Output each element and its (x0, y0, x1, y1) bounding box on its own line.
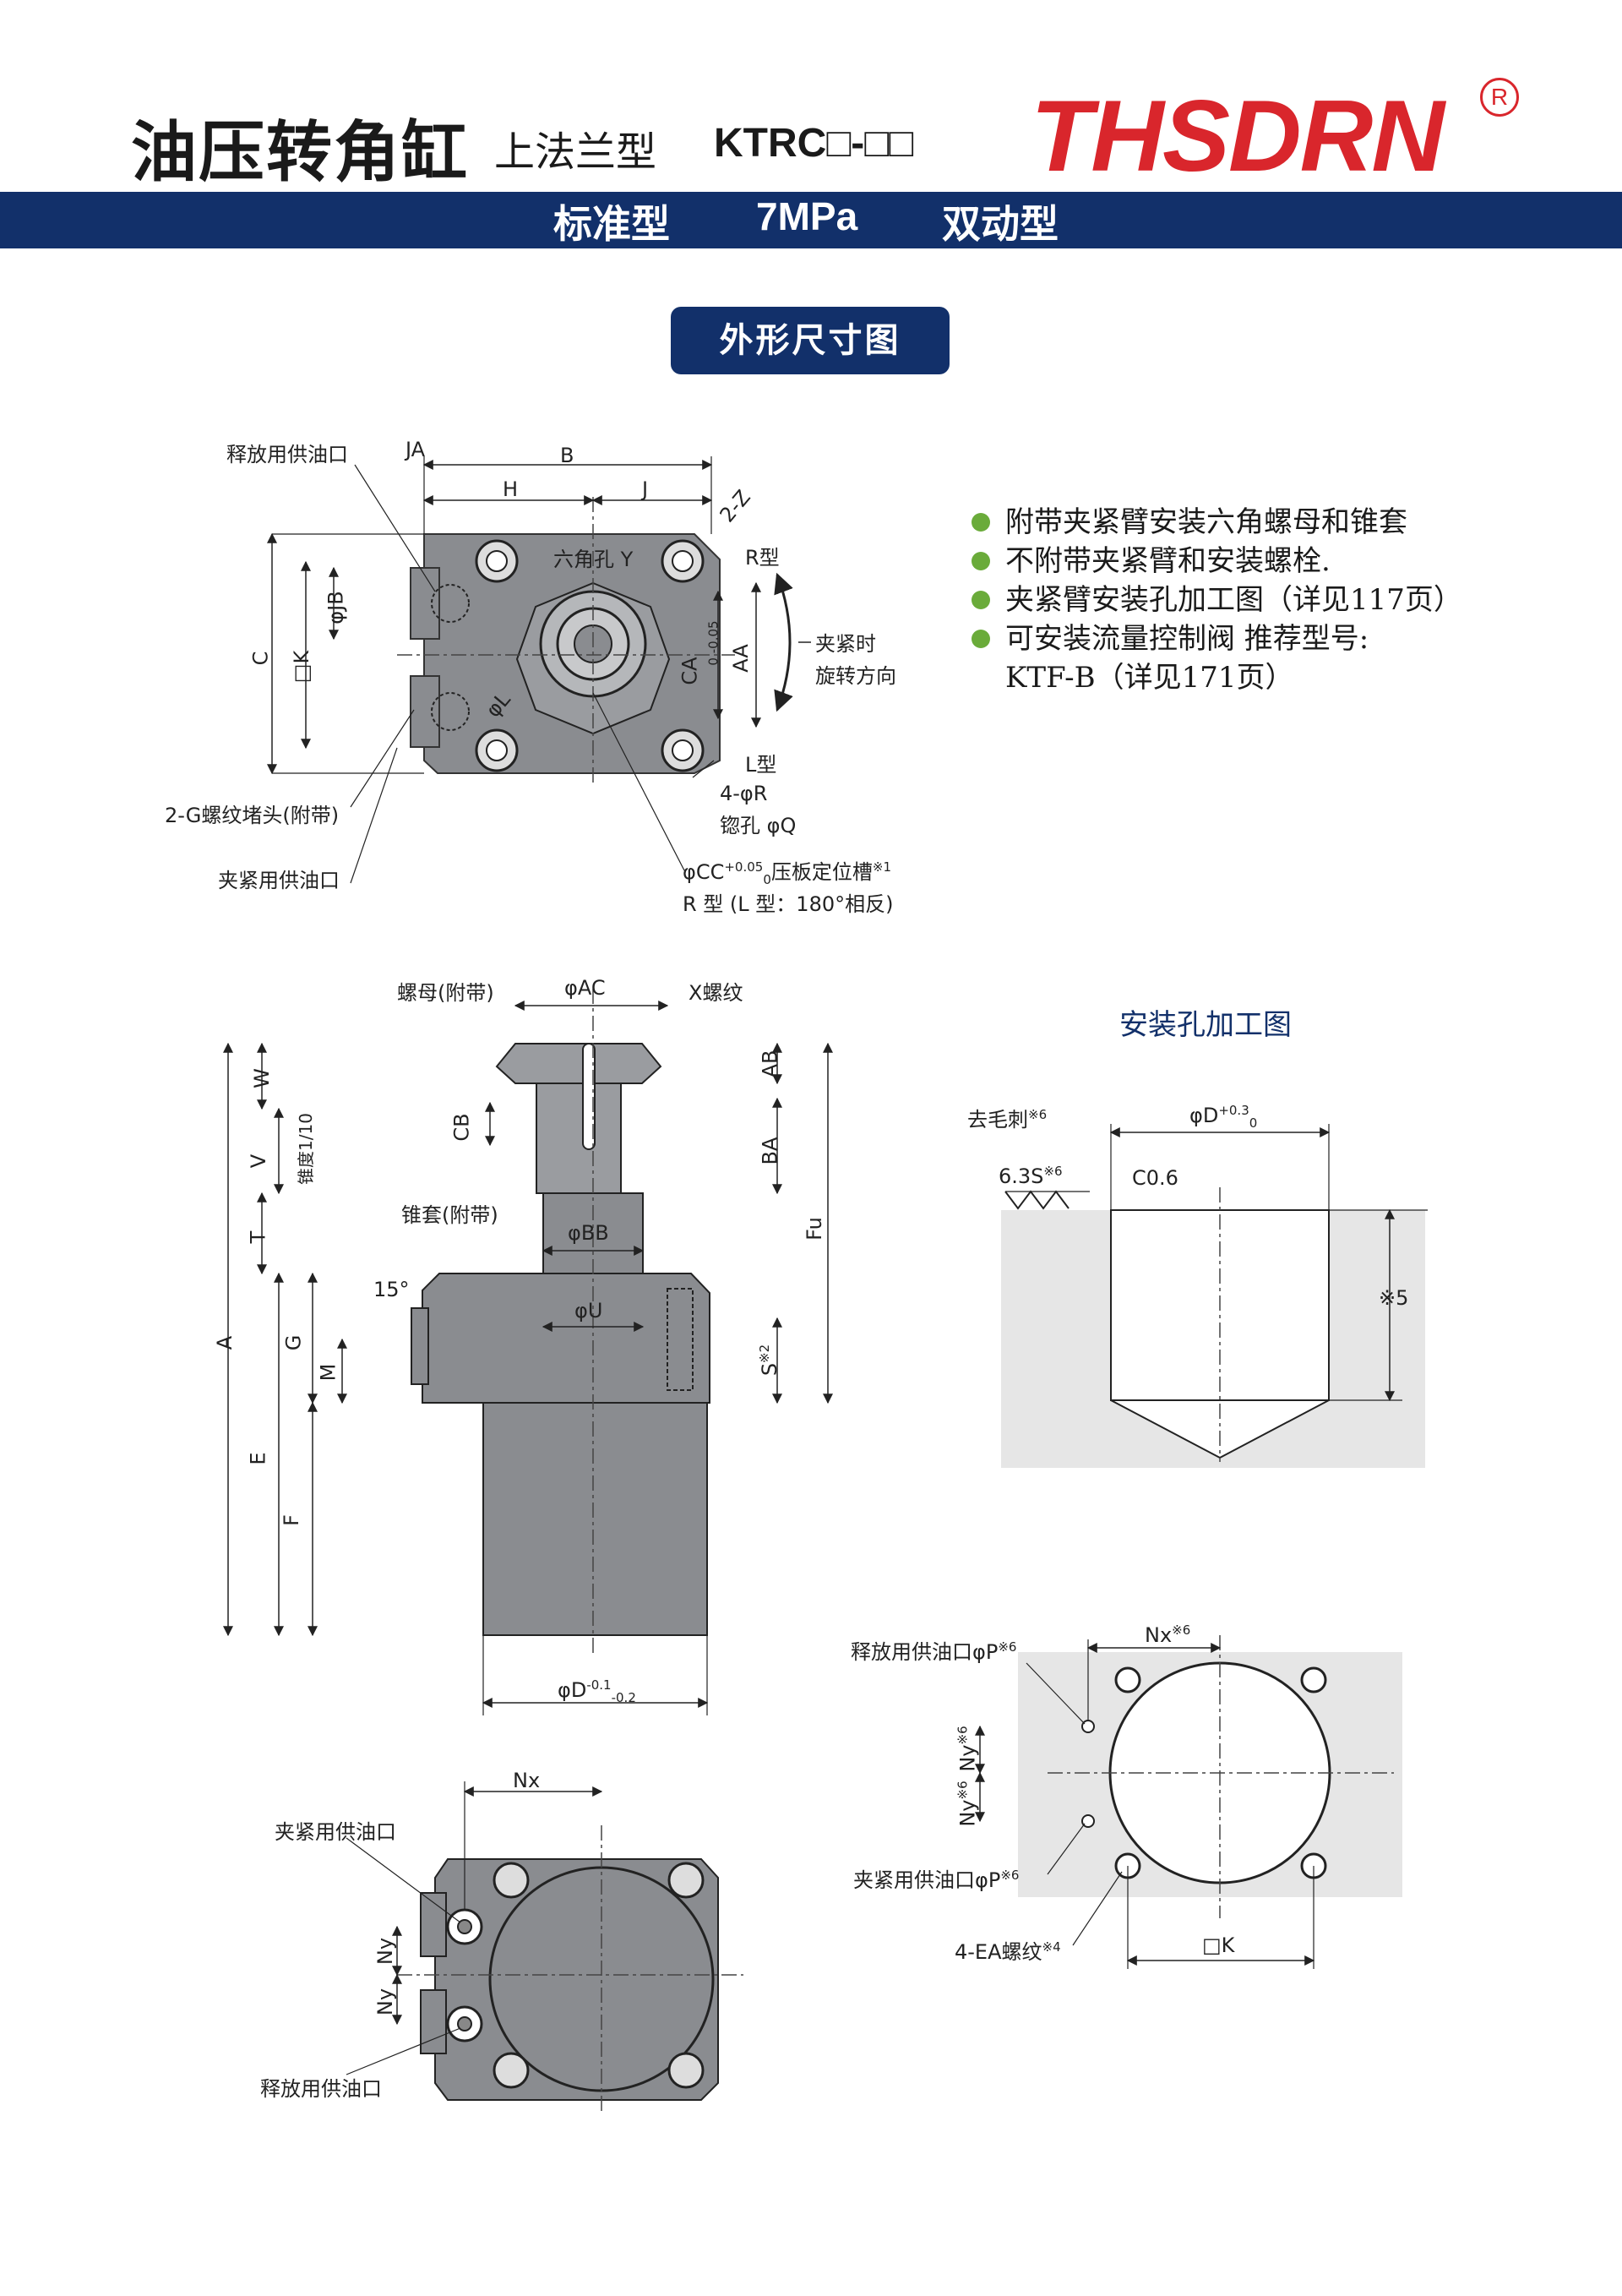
label-install-d: φD+0.30 (1189, 1103, 1258, 1131)
label-clamp-dir-2: 旋转方向 (815, 664, 896, 688)
label-hex: 六角孔 Y (553, 548, 634, 571)
label-r-holes: 4-φR (720, 782, 768, 805)
label-aa: AA (728, 644, 753, 673)
label-plate-ny-2: Ny※6 (955, 1781, 980, 1827)
label-cc-type: R 型 (L 型：180°相反) (683, 892, 894, 916)
label-roughness: 6.3S※6 (999, 1164, 1063, 1188)
label-s: S※2 (757, 1344, 782, 1377)
label-counterbore: 锪孔 φQ (720, 814, 797, 837)
label-plate-ny-1: Ny※6 (955, 1726, 980, 1772)
label-ac: φAC (564, 976, 606, 1000)
note-item: 可安装流量控制阀 推荐型号: (972, 619, 1462, 658)
label-fu: Fu (802, 1217, 826, 1241)
page-title: 油压转角缸 (131, 115, 470, 191)
label-x: X螺纹 (689, 981, 743, 1005)
label-bottom-nx: Nx (513, 1769, 541, 1792)
label-g: G (281, 1334, 306, 1351)
label-plug: 2-G螺纹堵头(附带) (165, 804, 340, 827)
spec-band (0, 192, 1622, 248)
label-h: H (503, 477, 519, 501)
bullet-icon (972, 630, 990, 648)
install-title: 安装孔加工图 (1119, 1008, 1292, 1042)
label-ca: CA (678, 657, 702, 685)
label-sleeve: 锥套(附带) (401, 1203, 498, 1227)
brand-logo: THSDRN (1031, 79, 1445, 193)
label-ba: BA (758, 1137, 782, 1165)
install-hole-drawing (1001, 1124, 1428, 1468)
label-bb: φBB (568, 1221, 609, 1245)
band-pressure: 7MPa (756, 194, 858, 238)
label-r-type: R型 (745, 546, 780, 570)
label-w: W (249, 1068, 274, 1088)
page-subtitle: 上法兰型 (494, 128, 657, 176)
mounting-plate-drawing (975, 1635, 1402, 1969)
section-title: 外形尺寸图 (671, 307, 950, 374)
top-view-drawing (267, 456, 811, 884)
label-m: M (316, 1363, 340, 1382)
label-bottom-ny-2: Ny (373, 1988, 398, 2016)
label-angle: 15° (373, 1278, 410, 1301)
bullet-icon (972, 513, 990, 532)
note-item: 夹紧臂安装孔加工图（详见117页） (972, 581, 1462, 619)
bottom-view-drawing (346, 1781, 743, 2113)
label-j: J (642, 477, 649, 501)
band-type: 标准型 (553, 201, 670, 247)
label-clamp-dir-1: 夹紧时 (815, 632, 876, 656)
registered-mark: R (1480, 78, 1519, 117)
label-t: T (246, 1230, 270, 1244)
label-k: □K (290, 650, 314, 684)
band-action: 双动型 (942, 201, 1059, 247)
label-a: A (213, 1335, 237, 1350)
label-cc: φCC+0.050压板定位槽※1 (683, 859, 891, 887)
label-ca-tol: 0 -0.05 (705, 620, 721, 666)
label-nut: 螺母(附带) (397, 981, 494, 1005)
label-d: φD-0.1-0.2 (558, 1677, 636, 1705)
bullet-icon (972, 591, 990, 609)
note-continuation: KTF-B（详见171页） (1005, 661, 1294, 695)
note-item: 附带夹紧臂安装六角螺母和锥套 (972, 503, 1462, 542)
note-item: 不附带夹紧臂和安装螺栓. (972, 542, 1462, 581)
label-b: B (560, 444, 574, 467)
label-jb: φJB (324, 591, 348, 624)
label-v: V (247, 1153, 271, 1169)
label-plate-release-port: 释放用供油口φP※6 (851, 1639, 1017, 1664)
label-depth-note: ※5 (1379, 1286, 1409, 1310)
label-plate-nx: Nx※6 (1145, 1622, 1191, 1647)
label-bottom-release-port: 释放用供油口 (260, 2077, 382, 2101)
label-taper: 锥度1/10 (295, 1113, 316, 1185)
label-l-type: L型 (745, 753, 777, 777)
label-deburr: 去毛刺※6 (967, 1107, 1048, 1132)
label-plate-clamp-port: 夹紧用供油口φP※6 (853, 1868, 1020, 1892)
label-c: C (248, 651, 273, 666)
label-chamfer: C0.6 (1132, 1166, 1178, 1190)
label-release-port: 释放用供油口 (226, 443, 348, 466)
label-e: E (246, 1452, 270, 1465)
label-plate-ea: 4-EA螺纹※4 (955, 1939, 1061, 1964)
notes-list: 附带夹紧臂安装六角螺母和锥套 不附带夹紧臂和安装螺栓. 夹紧臂安装孔加工图（详见… (972, 503, 1462, 697)
bullet-icon (972, 552, 990, 570)
label-bottom-ny-1: Ny (373, 1937, 398, 1966)
label-plate-k: □K (1202, 1933, 1235, 1957)
label-ab: AB (758, 1050, 782, 1078)
label-clamp-port: 夹紧用供油口 (218, 869, 340, 892)
label-bottom-clamp-port: 夹紧用供油口 (275, 1820, 396, 1844)
label-ja: JA (406, 438, 426, 461)
side-view-drawing (223, 989, 833, 1715)
model-number: KTRC□-□□ (714, 121, 914, 166)
label-f: F (279, 1514, 303, 1526)
label-u: φU (574, 1299, 603, 1323)
label-cb: CB (449, 1113, 474, 1142)
